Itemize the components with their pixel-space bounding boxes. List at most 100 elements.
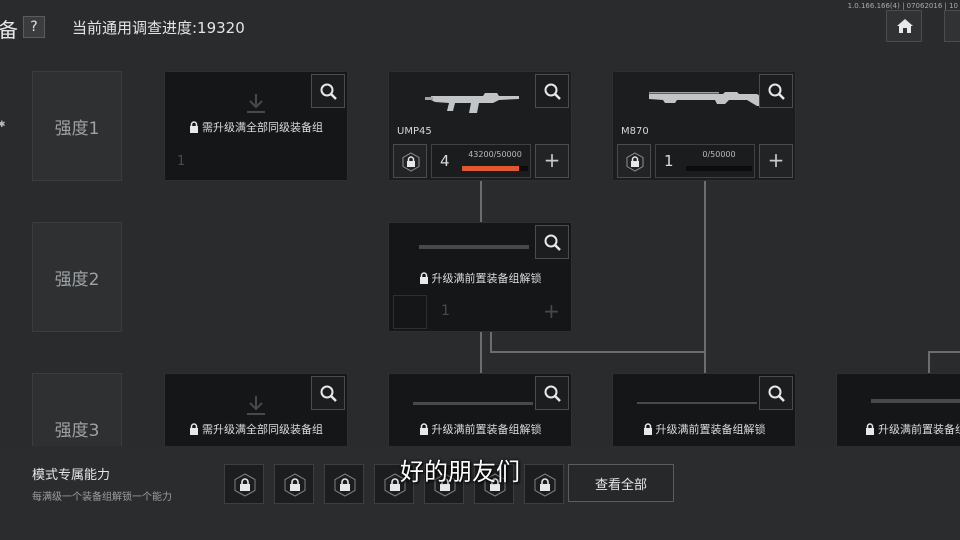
lock-message-text: 升级满前置装备组解锁 [878,423,960,436]
inspect-button[interactable] [535,74,569,108]
inspect-button[interactable] [311,74,345,108]
card-controls: 1 0/50000 + [617,144,793,178]
ability-slot[interactable] [324,464,364,504]
ghost-weapon-image [871,399,960,403]
connector-line [490,332,492,352]
ump45-weapon-image [425,93,519,113]
lock-message-text: 需升级满全部同级装备组 [202,121,323,134]
xp-text: 0/50000 [702,150,736,159]
screen-title-fragment: 备 [0,18,18,42]
ability-slot[interactable] [224,464,264,504]
lock-message-text: 升级满前置装备组解锁 [431,272,542,285]
level-value: 4 [440,152,450,170]
lock-message: 升级满前置装备组解锁 [389,421,571,437]
inspect-button[interactable] [759,376,793,410]
lock-message: 需升级满全部同级装备组 [165,119,347,135]
hex-lock-icon [434,473,456,497]
lock-message: 升级满前置装备组解锁 [613,421,795,437]
tier-label-1: 强度1 [32,71,122,181]
connector-line [480,181,482,222]
view-all-button[interactable]: 查看全部 [568,464,674,502]
hex-lock-icon [534,473,556,497]
download-icon [247,94,265,113]
home-button[interactable] [886,10,922,42]
xp-progress-fill [462,166,520,171]
version-text: 1.0.166.166(4) | 07062016 | 10 [847,2,958,10]
inspect-button[interactable] [535,376,569,410]
connector-line [704,181,706,373]
ability-slot[interactable] [474,464,514,504]
ability-title: 模式专属能力 [32,468,111,483]
magnifier-icon [544,83,561,100]
level-value: 1 [664,152,674,170]
xp-text: 43200/50000 [468,150,522,159]
weapon-name: M870 [621,126,649,137]
help-button[interactable]: ? [23,16,45,38]
side-marker-icon: ✱ [0,120,6,130]
inspect-button[interactable] [535,225,569,259]
lock-message: 需升级满全部同级装备组 [165,421,347,437]
connector-line [490,351,706,353]
ability-slot[interactable] [274,464,314,504]
lock-message-text: 需升级满全部同级装备组 [202,423,323,436]
weapon-name: UMP45 [397,126,432,137]
equipment-card-locked[interactable]: 1 需升级满全部同级装备组 [164,71,348,181]
ghost-level: 1 [177,154,186,169]
equipment-card-ump45[interactable]: UMP45 4 43200/50000 + [388,71,572,181]
upgrade-button[interactable]: + [759,144,793,178]
investigation-progress: 当前通用调查进度:19320 [72,19,245,37]
lock-icon [866,423,874,435]
connector-line [928,351,930,373]
top-bar: 备 ? 当前通用调查进度:19320 1.0.166.166(4) | 0706… [0,0,960,58]
lock-icon [419,423,428,435]
ghost-level: 1 [441,303,450,319]
equipment-card-m870[interactable]: M870 1 0/50000 + [612,71,796,181]
video-caption: 好的朋友们 [400,458,520,486]
hex-lock-icon [234,473,256,497]
level-panel: 1 0/50000 [655,144,755,178]
hex-lock-icon [626,152,644,172]
lock-message: 升级满前置装备组解锁 [837,421,960,437]
home-icon [897,19,913,33]
ability-lock-button[interactable] [617,144,651,178]
magnifier-icon [768,83,785,100]
ability-slot[interactable] [524,464,564,504]
menu-button[interactable] [944,10,960,42]
lock-icon [419,272,428,284]
magnifier-icon [320,385,337,402]
inspect-button[interactable] [759,74,793,108]
lock-message-text: 升级满前置装备组解锁 [431,423,542,436]
magnifier-icon [544,234,561,251]
hex-lock-icon [484,473,506,497]
inspect-button[interactable] [311,376,345,410]
connector-line [480,332,482,373]
hex-lock-icon [334,473,356,497]
ability-slot[interactable] [424,464,464,504]
ability-lock-button[interactable] [393,144,427,178]
xp-progress-bar [462,166,528,171]
ghost-weapon-image [413,402,533,405]
connector-line [928,351,960,353]
lock-message-text: 升级满前置装备组解锁 [655,423,766,436]
equipment-card-locked[interactable]: 1 + 升级满前置装备组解锁 [388,222,572,332]
lock-icon [190,121,198,133]
lock-icon [643,423,652,435]
ability-slot[interactable] [374,464,414,504]
lock-message: 升级满前置装备组解锁 [389,270,571,286]
hex-lock-icon [384,473,406,497]
magnifier-icon [768,385,785,402]
level-panel: 4 43200/50000 [431,144,531,178]
download-icon [247,396,265,415]
lock-icon [190,423,198,435]
upgrade-button[interactable]: + [535,144,569,178]
xp-progress-bar [686,166,752,171]
ghost-plus: + [543,299,560,323]
ability-subtitle: 每满级一个装备组解锁一个能力 [32,492,172,503]
ghost-weapon-image [637,402,757,404]
card-controls: 4 43200/50000 + [393,144,569,178]
hex-lock-icon [402,152,420,172]
ghost-lock-box [393,295,427,329]
magnifier-icon [544,385,561,402]
m870-weapon-image [649,92,765,106]
